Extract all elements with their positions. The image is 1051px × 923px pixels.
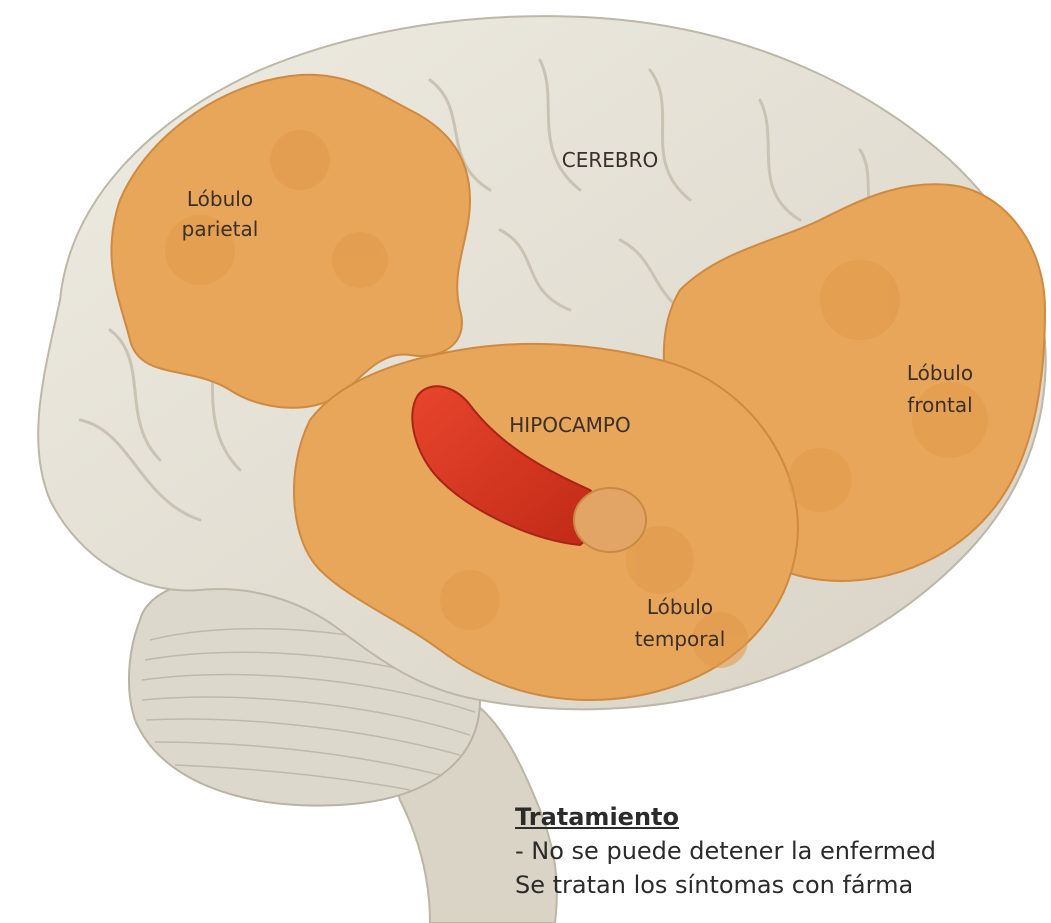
label-frontal-line1: Lóbulo — [907, 361, 973, 385]
label-frontal-line2: frontal — [907, 393, 972, 417]
label-cerebro: CEREBRO — [562, 148, 659, 172]
label-temporal-line2: temporal — [635, 627, 726, 651]
treatment-line-2: Se tratan los síntomas con fárma — [515, 868, 1051, 902]
label-parietal-line1: Lóbulo — [187, 187, 253, 211]
treatment-section: Tratamiento - No se puede detener la enf… — [515, 800, 1051, 902]
label-temporal-line1: Lóbulo — [647, 595, 713, 619]
label-parietal-line2: parietal — [182, 217, 259, 241]
label-hipocampo: HIPOCAMPO — [509, 413, 630, 437]
treatment-line-1: - No se puede detener la enfermed — [515, 834, 1051, 868]
treatment-heading: Tratamiento — [515, 800, 1051, 834]
